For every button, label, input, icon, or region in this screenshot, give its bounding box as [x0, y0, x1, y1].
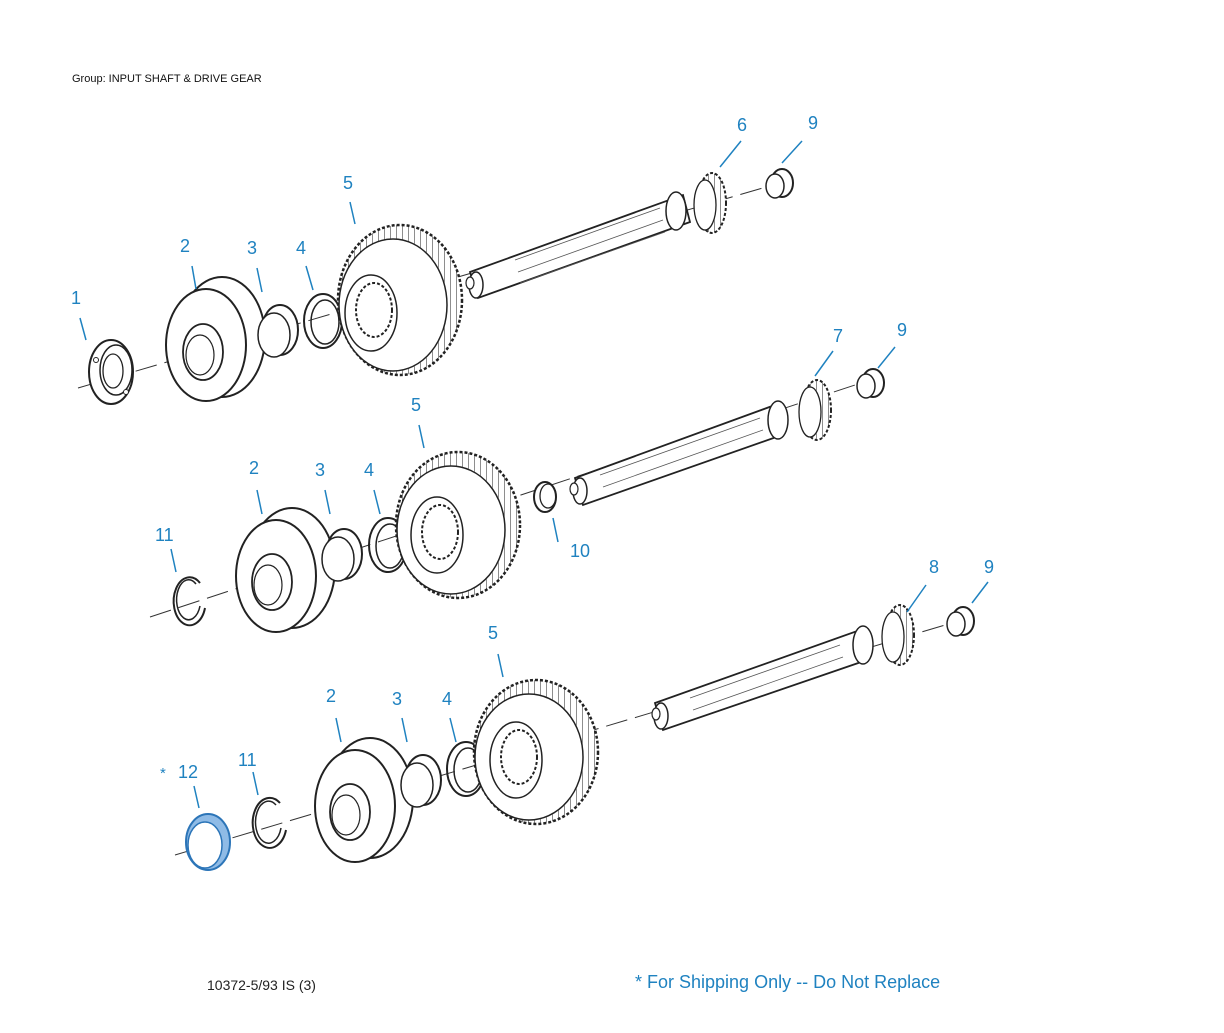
assembly-row-2: [149, 346, 896, 633]
bushing-part-9-row2: [856, 368, 885, 399]
callout-3-row3: 3: [392, 689, 402, 709]
callout-2-row3: 2: [326, 686, 336, 706]
ring-part-3: [257, 304, 299, 358]
bushing-part-9-row3: [946, 606, 975, 637]
callout-6: 6: [737, 115, 747, 135]
leader-lines-row-1: [79, 140, 803, 341]
callout-star: *: [160, 765, 166, 782]
ring-part-3-row3: [400, 754, 442, 808]
callout-1: 1: [71, 288, 81, 308]
bearing-part-2-row2: [235, 507, 336, 633]
callout-4-row3: 4: [442, 689, 452, 709]
callout-2-row2: 2: [249, 458, 259, 478]
callout-9-row1: 9: [808, 113, 818, 133]
leader-lines-row-3: [193, 581, 989, 809]
callout-9-row2: 9: [897, 320, 907, 340]
shaft-part-8: [651, 604, 915, 732]
snap-ring-part-4: [303, 293, 343, 349]
gear-part-5-row3: [472, 678, 600, 826]
callout-8: 8: [929, 557, 939, 577]
bearing-part-2-row3: [314, 737, 414, 863]
assembly-row-1: [77, 140, 803, 405]
bearing-part-2: [165, 276, 266, 402]
callout-5-row3: 5: [488, 623, 498, 643]
leader-lines-row-2: [170, 346, 896, 573]
gear-part-5: [336, 223, 464, 377]
callout-3-row2: 3: [315, 460, 325, 480]
callout-4-row2: 4: [364, 460, 374, 480]
callout-7: 7: [833, 326, 843, 346]
drawing-number: 10372-5/93 IS (3): [207, 977, 316, 993]
callout-numbers: 1 2 3 4 5 6 9 7 9 5 2 3 4 11 10 8 9 5 2 …: [71, 113, 994, 782]
assembly-row-3: [174, 581, 989, 871]
callout-11-row2: 11: [155, 525, 174, 545]
callout-11-row3: 11: [238, 750, 257, 770]
callout-12: 12: [178, 762, 198, 782]
snap-ring-part-11-row2: [172, 576, 206, 627]
shaft-part-6: [465, 172, 727, 300]
callout-9-row3: 9: [984, 557, 994, 577]
ring-part-3-row2: [321, 528, 363, 582]
shipping-ring-part-12: [185, 813, 231, 871]
callout-10: 10: [570, 541, 590, 561]
shaft-part-7: [569, 379, 832, 507]
callout-5-row2: 5: [411, 395, 421, 415]
shipping-note: * For Shipping Only -- Do Not Replace: [635, 972, 941, 992]
callout-5-row1: 5: [343, 173, 353, 193]
snap-ring-part-11-row3: [251, 796, 287, 849]
callout-4-row1: 4: [296, 238, 306, 258]
ring-part-10: [533, 481, 557, 513]
callout-3-row1: 3: [247, 238, 257, 258]
gear-part-5-row2: [394, 450, 522, 600]
seal-part-1: [88, 339, 134, 405]
group-title: Group: INPUT SHAFT & DRIVE GEAR: [72, 73, 262, 85]
bushing-part-9: [765, 168, 794, 199]
callout-2-row1: 2: [180, 236, 190, 256]
